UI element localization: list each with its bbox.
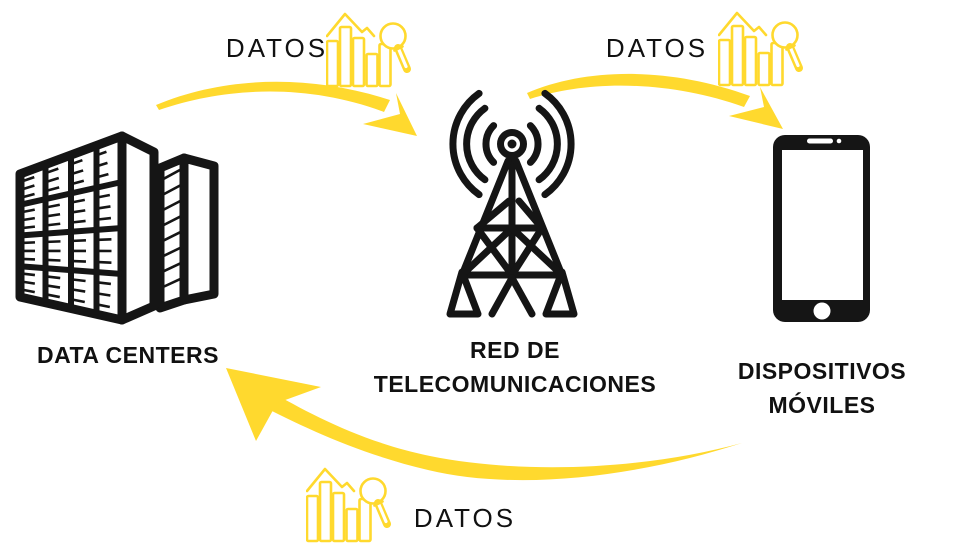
rack-grid bbox=[19, 145, 123, 315]
arrow-mobile-to-dc bbox=[226, 368, 742, 481]
server-panel-lines bbox=[162, 168, 182, 289]
flow-label-dc-to-telecom: DATOS bbox=[225, 33, 329, 63]
node-label-telecom: RED DE TELECOMUNICACIONES bbox=[374, 333, 656, 401]
data-analysis-chart-icon bbox=[306, 467, 394, 543]
server-racks-icon bbox=[15, 131, 219, 325]
node-label-telecom-line2: TELECOMUNICACIONES bbox=[373, 371, 657, 397]
radio-tower-icon bbox=[446, 89, 578, 318]
node-label-mobile: DISPOSITIVOS MÓVILES bbox=[738, 354, 906, 422]
data-analysis-chart-icon bbox=[718, 11, 806, 87]
data-analysis-chart-icon bbox=[326, 12, 414, 88]
node-label-data-centers: DATA CENTERS bbox=[37, 342, 219, 368]
node-label-mobile-line2: MÓVILES bbox=[768, 392, 876, 418]
node-label-mobile-line1: DISPOSITIVOS bbox=[737, 358, 907, 384]
arrow-telecom-to-mobile bbox=[527, 73, 783, 129]
flow-label-mobile-to-dc: DATOS bbox=[413, 503, 517, 533]
arrow-dc-to-telecom bbox=[156, 81, 417, 136]
flow-label-telecom-to-mobile: DATOS bbox=[605, 33, 709, 63]
node-label-telecom-line1: RED DE bbox=[470, 337, 560, 363]
smartphone-icon bbox=[773, 135, 870, 322]
